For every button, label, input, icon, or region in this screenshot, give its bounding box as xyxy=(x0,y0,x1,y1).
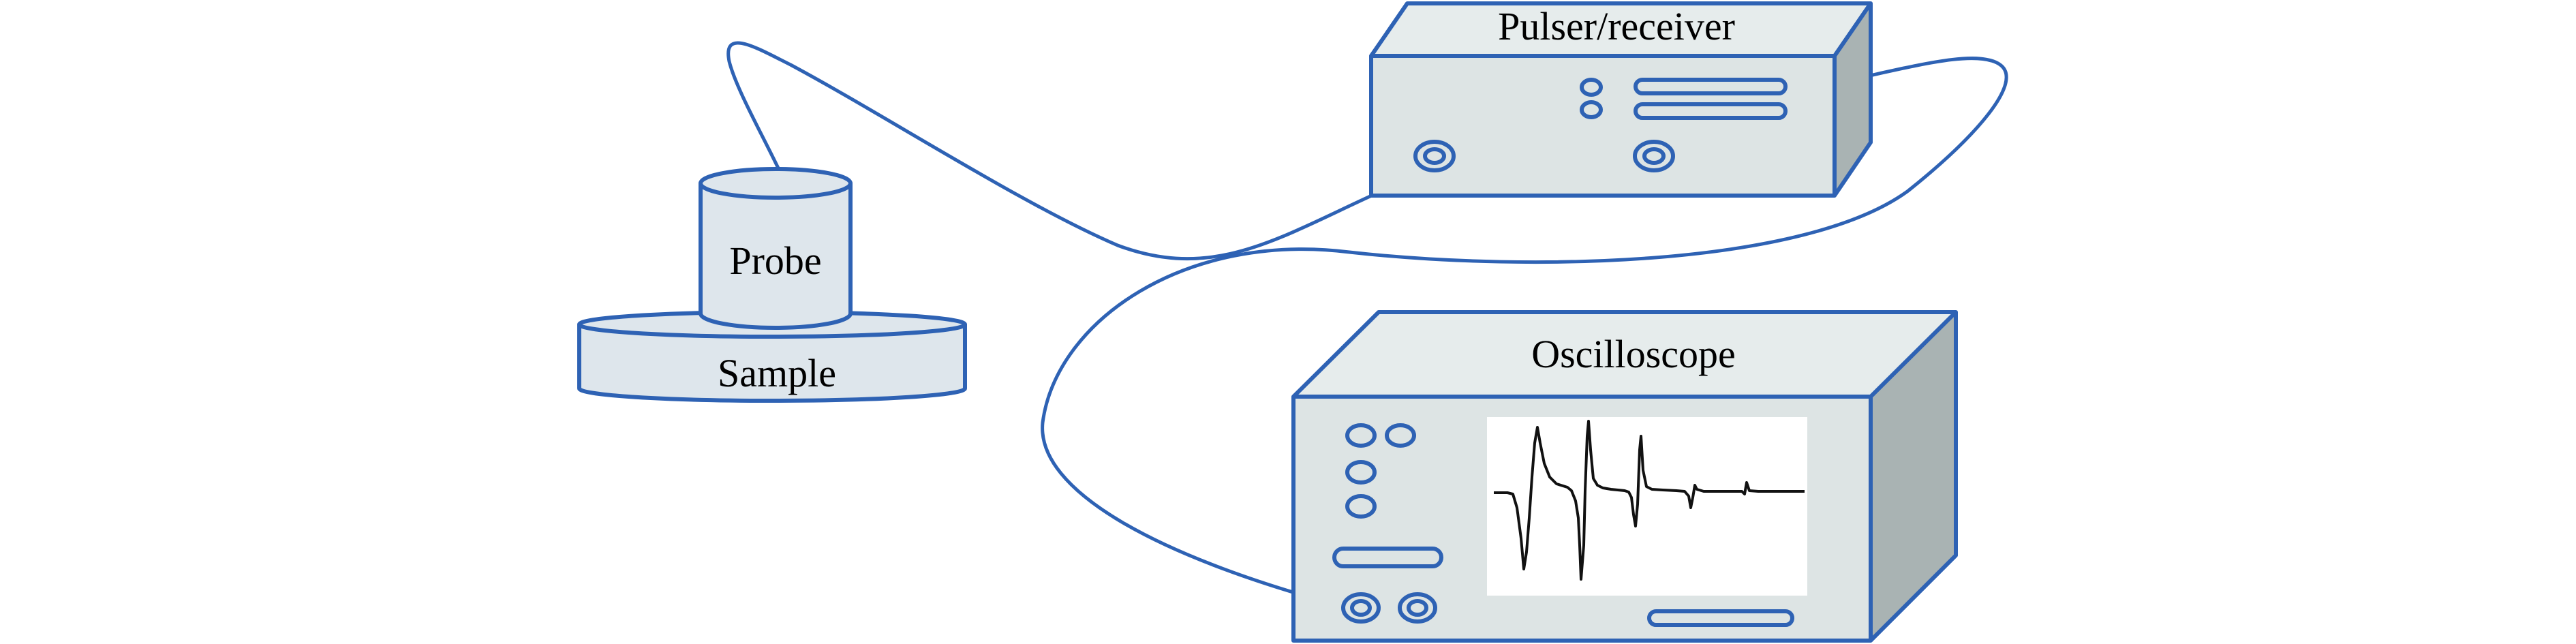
probe-cable xyxy=(726,41,1420,261)
scope-knob-4 xyxy=(1345,494,1377,519)
sample-disk: Sample xyxy=(577,310,967,403)
scope-knob-2 xyxy=(1385,423,1416,448)
probe-label: Probe xyxy=(729,239,821,283)
scope-bottom-slot xyxy=(1647,609,1794,627)
probe-transducer: Probe xyxy=(699,167,853,330)
pulser-top-face xyxy=(1371,3,1871,56)
oscilloscope-label: Oscilloscope xyxy=(1531,332,1736,376)
sample-label: Sample xyxy=(718,351,836,395)
scope-control-slot xyxy=(1332,547,1443,568)
scope-knob-1 xyxy=(1345,423,1377,448)
scope-input-connector-1 xyxy=(1341,592,1381,624)
pulser-input-connector xyxy=(1633,140,1675,172)
pulser-receiver-unit: Pulser/receiver xyxy=(1369,1,1873,198)
pulser-output-connector xyxy=(1413,140,1456,172)
receiver-to-scope-cable xyxy=(1041,57,2008,612)
pulser-front-face xyxy=(1371,56,1835,196)
scope-side-face xyxy=(1871,312,1956,641)
pulser-display-slot-2 xyxy=(1634,102,1788,120)
pulser-display-slot-1 xyxy=(1634,78,1788,95)
scope-top-face xyxy=(1293,312,1956,397)
pulser-indicator-2 xyxy=(1580,100,1603,119)
scope-input-connector-2 xyxy=(1398,592,1437,624)
pulser-indicator-1 xyxy=(1580,78,1603,97)
pulser-receiver-label: Pulser/receiver xyxy=(1498,4,1735,48)
scope-knob-3 xyxy=(1345,460,1377,485)
scope-waveform-trace xyxy=(1494,420,1805,581)
oscilloscope-unit: Oscilloscope xyxy=(1291,310,1958,643)
pulser-side-face xyxy=(1835,3,1871,196)
